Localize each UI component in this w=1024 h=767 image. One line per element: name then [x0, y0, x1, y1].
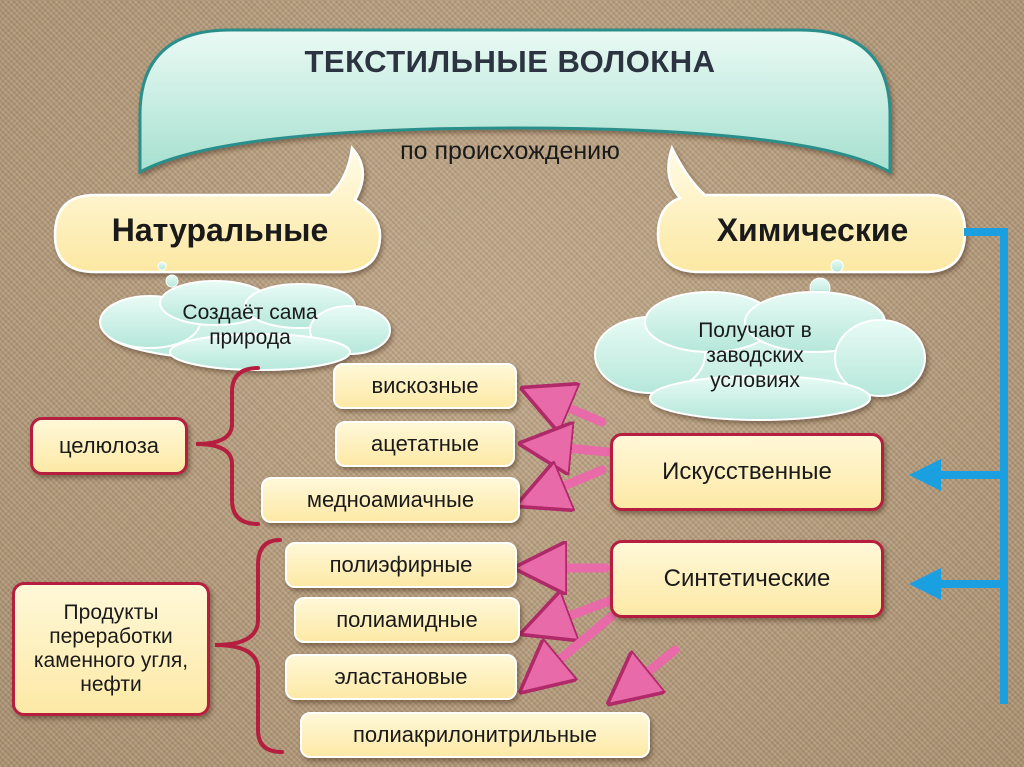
arrow-to-polyacrylonitrile — [628, 645, 680, 688]
fiber-elastane: эластановые — [285, 654, 517, 700]
category-natural: Натуральные — [111, 212, 329, 248]
arrow-to-copper — [540, 470, 607, 496]
subtitle: по происхождению — [400, 137, 620, 165]
group-artificial: Искусственные — [610, 433, 884, 511]
brace-coal-oil — [214, 538, 284, 754]
arrow-to-acetate — [545, 446, 613, 452]
fiber-acetate: ацетатные — [335, 421, 515, 467]
thought-dot — [157, 261, 167, 271]
chemical-cloud-text: Получают в заводских условиях — [698, 319, 812, 393]
source-cellulose: целюлоза — [30, 417, 188, 475]
fiber-polyacrylonitrile: полиакрилонитрильные — [300, 712, 650, 758]
natural-cloud — [99, 280, 391, 371]
title-banner — [138, 28, 892, 175]
natural-cloud-text: Создаёт сама природа — [182, 301, 318, 350]
thought-dot — [830, 259, 844, 273]
pink-arrows — [540, 398, 680, 688]
page-title: ТЕКСТИЛЬНЫЕ ВОЛОКНА — [304, 44, 716, 79]
arrow-to-viscose — [545, 398, 607, 422]
brace-cellulose — [195, 366, 260, 526]
fiber-copper-ammonia: медноамиачные — [261, 477, 520, 523]
group-synthetic: Синтетические — [610, 540, 884, 618]
fiber-polyester: полиэфирные — [285, 542, 517, 588]
arrow-to-polyamide — [545, 600, 617, 625]
source-coal-oil: Продукты переработки каменного угля, неф… — [12, 582, 210, 716]
natural-bubble — [53, 145, 382, 274]
fiber-polyamide: полиамидные — [294, 597, 520, 643]
thought-dot — [165, 274, 179, 288]
chemical-cloud — [594, 291, 926, 421]
category-chemical: Химические — [716, 212, 909, 248]
chemical-connector — [909, 228, 1008, 704]
fiber-viscose: вискозные — [333, 363, 517, 409]
arrow-to-elastane — [540, 611, 617, 676]
chemical-bubble — [656, 144, 967, 274]
